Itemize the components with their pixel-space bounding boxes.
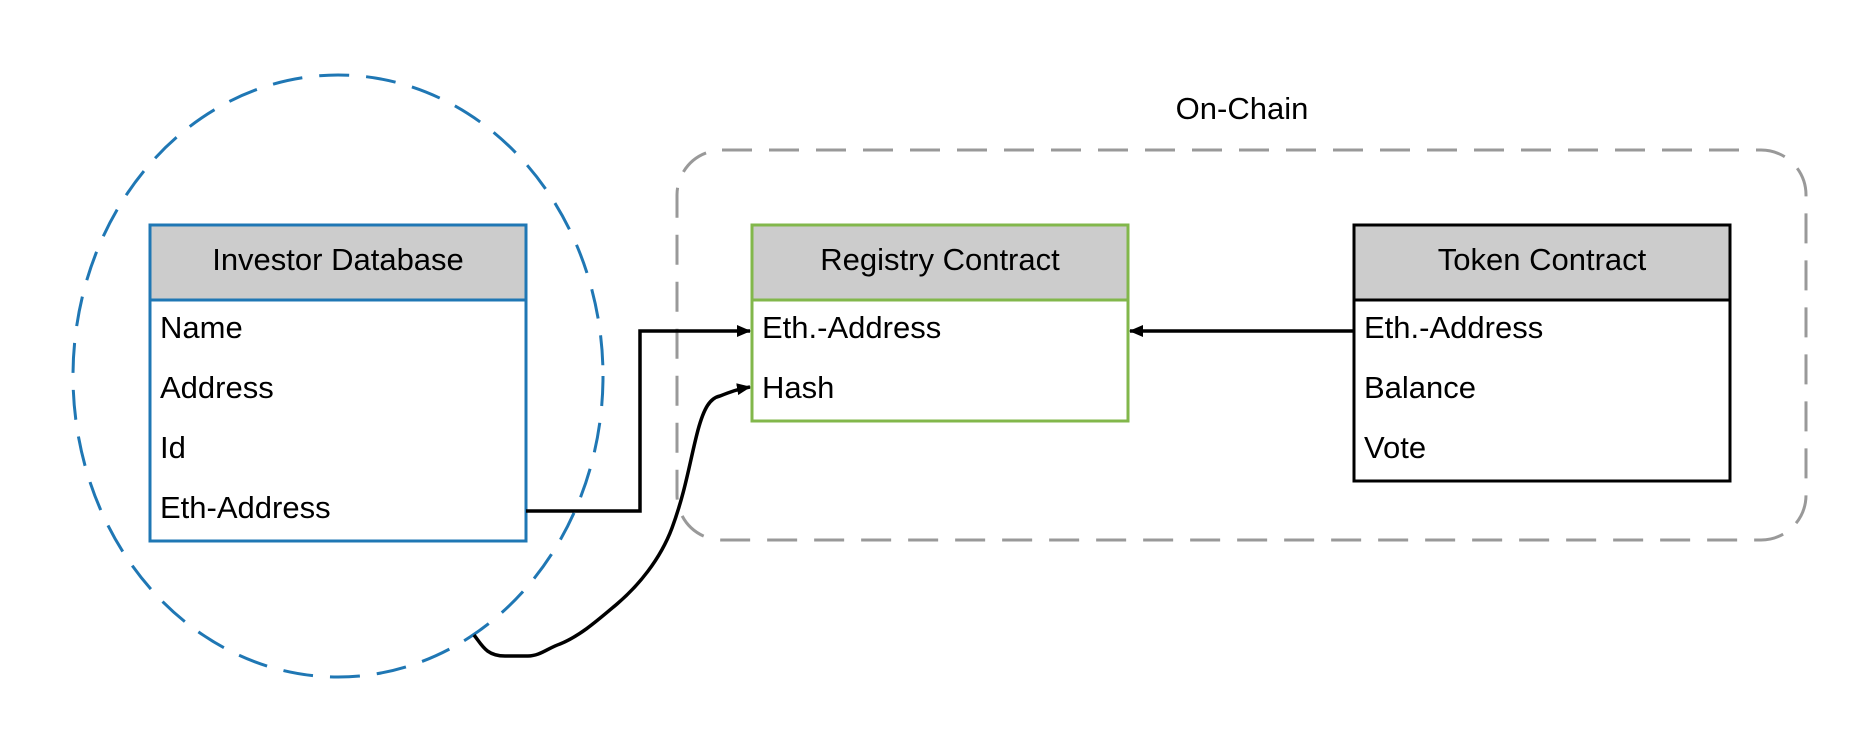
token-contract-body	[1352, 298, 1732, 483]
onchain-group-label: On-Chain	[1176, 91, 1309, 126]
investor-database-field-address: Address	[160, 370, 274, 405]
investor-database-title: Investor Database	[212, 242, 464, 277]
registry-contract-field-hash: Hash	[762, 370, 834, 405]
investor-database-body	[148, 298, 528, 543]
registry-contract-field-eth-address: Eth.-Address	[762, 310, 941, 345]
registry-contract-entity[interactable]: Registry Contract Eth.-Address Hash	[750, 223, 1130, 423]
token-contract-title: Token Contract	[1438, 242, 1647, 277]
onchain-group-boundary	[675, 148, 1808, 542]
registry-contract-title: Registry Contract	[820, 242, 1060, 277]
token-contract-field-vote: Vote	[1364, 430, 1426, 465]
investor-database-header	[148, 223, 528, 302]
offchain-boundary-ellipse	[71, 73, 605, 679]
token-contract-entity[interactable]: Token Contract Eth.-Address Balance Vote	[1352, 223, 1732, 483]
investor-database-entity[interactable]: Investor Database Name Address Id Eth-Ad…	[148, 223, 528, 543]
token-contract-header	[1352, 223, 1732, 302]
investor-database-field-name: Name	[160, 310, 243, 345]
registry-contract-body	[750, 298, 1130, 423]
registry-contract-header	[750, 223, 1130, 302]
investor-database-field-id: Id	[160, 430, 186, 465]
token-contract-field-balance: Balance	[1364, 370, 1476, 405]
investor-database-field-eth-address: Eth-Address	[160, 490, 331, 525]
token-contract-field-eth-address: Eth.-Address	[1364, 310, 1543, 345]
connector-investor-eth-to-registry-eth[interactable]	[526, 325, 751, 513]
connector-investor-to-registry-hash[interactable]	[472, 383, 751, 658]
